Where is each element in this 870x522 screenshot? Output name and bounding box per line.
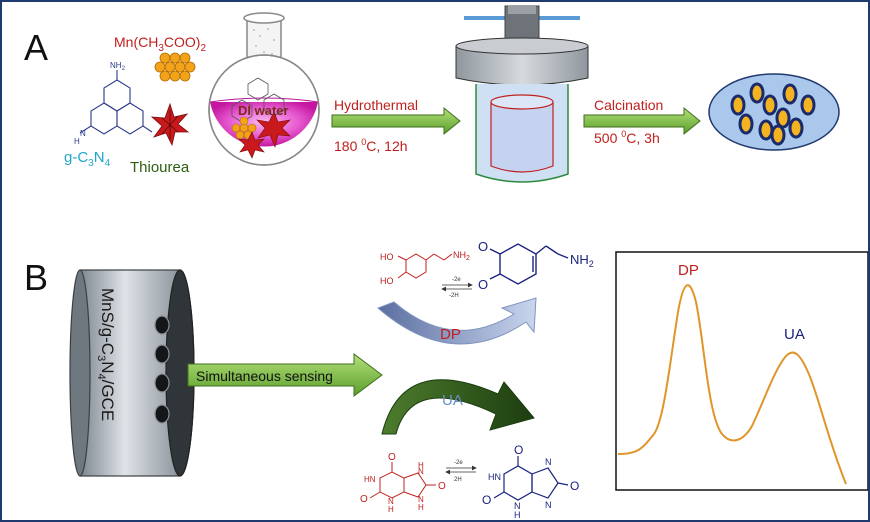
calcination-label: Calcination [594,97,663,113]
dpq-o1: O [478,239,488,254]
mn-acetate-label: Mn(CH3COO)2 [114,34,206,54]
uric-acid-structure [369,462,436,499]
ua-hn: HN [364,475,376,484]
dopamine-structure [397,253,453,279]
dp-e-label: -2e [452,277,461,283]
mn-cluster-top [154,52,196,82]
dp-ho2: HO [380,276,394,286]
ua-h3: H [418,503,424,512]
dp-label: DP [440,326,461,343]
gc3n4-structure [79,70,153,135]
hydrothermal-arrow [331,106,461,136]
peak-dp-label: DP [678,262,699,279]
ua-o-top: O [388,452,396,463]
reaction-flask [208,12,320,166]
sensing-arrow [187,353,383,397]
dpq-nh2: NH2 [570,252,594,269]
peak-ua-label: UA [784,326,805,343]
ua-e-label: -2e [454,460,463,466]
ua-label: UA [442,392,463,409]
nh2-top: NH2 [110,61,126,72]
sensing-label: Simultaneous sensing [196,368,333,384]
ua-o-left: O [360,494,368,505]
autoclave [455,5,589,183]
uaox-n1: N [545,457,552,467]
dpq-o2: O [478,277,488,292]
thiourea-label: Thiourea [130,159,190,176]
uric-acid-oxidized-structure [493,456,569,501]
dp-h-label: -2H [449,293,459,299]
uaox-o-top: O [514,443,523,457]
ua-h1: H [388,505,394,514]
ua-o-right: O [438,481,446,492]
voltammogram-frame [615,251,868,491]
ua-curved-arrow [381,379,535,435]
uaox-hn: HN [488,472,501,482]
voltammogram-curve [617,284,847,485]
di-water-label: DI water [238,103,289,118]
uaox-o-right: O [570,479,579,493]
calcination-arrow [583,106,701,136]
dopaminequinone-structure [489,243,569,285]
uaox-n2: N [545,500,552,510]
uaox-h: H [514,510,521,520]
thiourea-crystal [150,102,190,147]
ua-h-label: 2H [454,477,462,483]
panel-a-letter: A [24,27,48,68]
gce-electrode [69,269,195,477]
ua-h2: H [418,461,424,470]
hydrothermal-label: Hydrothermal [334,97,418,113]
hydrothermal-conditions: 180 0C, 12h [334,137,408,154]
ua-n3: N [418,495,424,504]
nh-left-h: H [74,137,80,146]
ua-n2: N [418,467,424,476]
product-particles [708,73,840,151]
electrode-label: MnS/g-C3N4/GCE [95,288,117,421]
ua-n1: N [388,497,394,506]
calcination-conditions: 500 0C, 3h [594,129,660,146]
dp-nh2: NH2 [453,250,470,262]
nh-left-n: N [80,129,86,138]
uaox-n3: N [514,501,521,511]
dp-ho1: HO [380,252,394,262]
uaox-o-left: O [482,493,491,507]
dp-curved-arrow [377,297,537,345]
gc3n4-label: g-C3N4 [64,149,111,169]
panel-b-letter: B [24,257,48,298]
